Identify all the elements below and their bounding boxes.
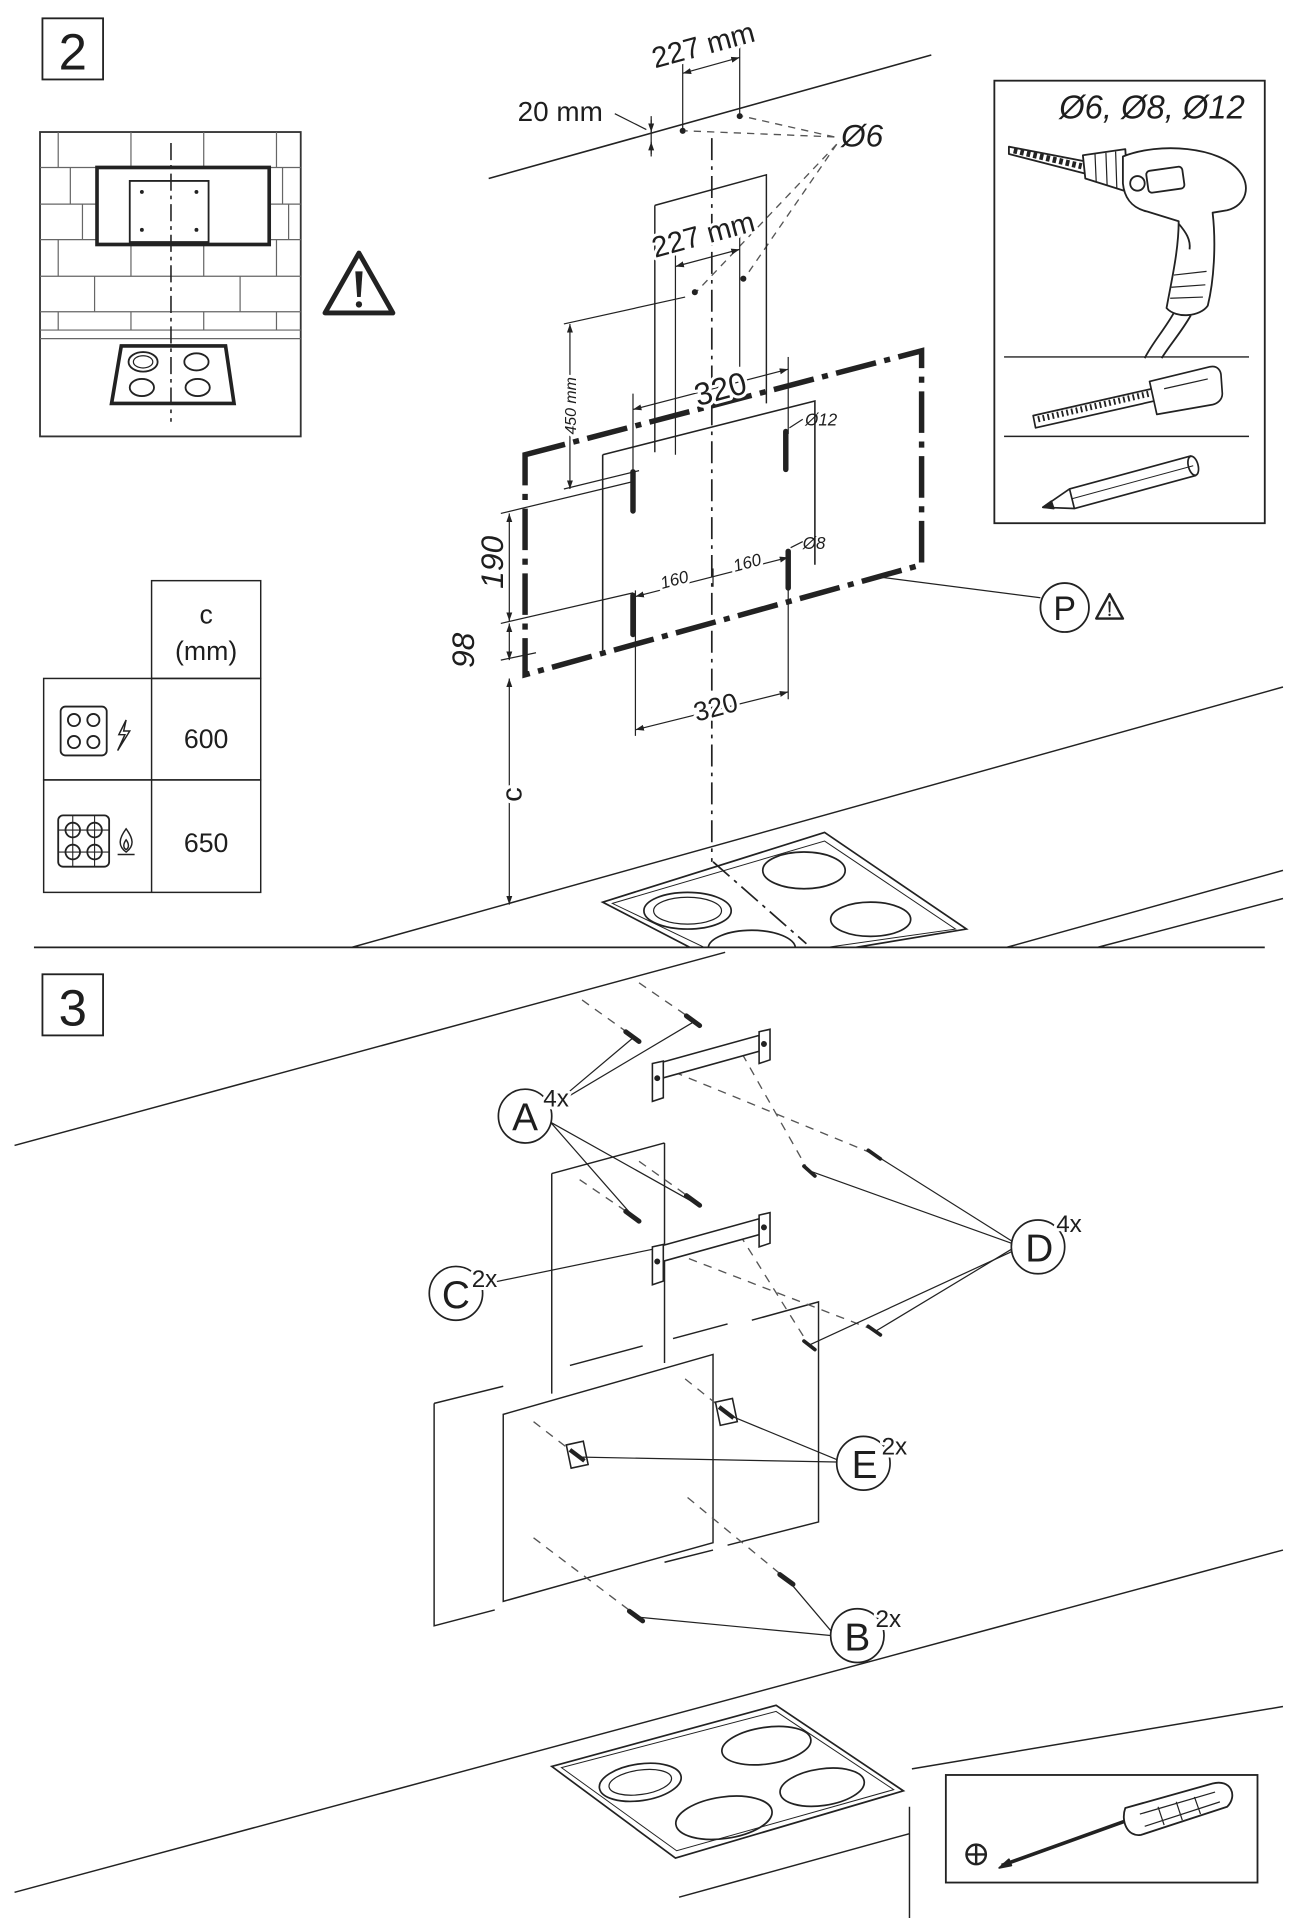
tape-measure-icon [1032,365,1224,429]
step-3-section: 3 [14,951,1284,1918]
step-3-number-box [41,973,104,1037]
phillips-head-icon [965,1843,988,1866]
step-3-number: 3 [59,979,87,1036]
label-ceiling-offset: 20 mm [518,96,603,127]
tools-box: Ø6, Ø8, Ø12 [993,79,1266,525]
part-c-letter: C [442,1274,470,1317]
callout-circles [428,1088,1066,1664]
table-header-unit: (mm) [175,636,237,666]
table-header-symbol: c [199,599,212,629]
pencil-icon [1042,455,1200,510]
hob-perspective-step-3 [549,1704,906,1860]
worktop-lines [14,1549,1284,1918]
gas-hob-icon [57,814,135,868]
label-vertical-98: 98 [445,632,481,668]
part-b-quantity: 2x [876,1606,902,1633]
bracket-panel-outline [601,399,816,651]
chimney-template-outline [654,173,768,453]
hole-leader-lines [685,115,838,294]
label-hole-diameter-top: Ø6 [840,118,883,154]
label-upper-hole-diameter: Ø12 [804,410,838,429]
vertical-dimensions [500,481,634,905]
part-e-quantity: 2x [882,1434,908,1461]
label-vertical-190: 190 [474,535,510,588]
part-labels: A 4x C 2x D 4x E 2x B 2x [442,1082,1085,1659]
lower-bracket [651,1211,771,1286]
label-lower-hole-diameter: Ø8 [802,534,826,553]
callout-e-circle [835,1435,891,1492]
worktop-lines [351,686,1284,949]
fixing-screws [623,1013,883,1624]
part-c-quantity: 2x [472,1266,498,1293]
gas-hob-clearance: 650 [184,828,228,858]
electric-hob-clearance: 600 [184,724,228,754]
reference-p-label: P [1053,590,1076,628]
assembly-diagram [14,951,1284,1918]
ceiling-line [488,54,932,180]
label-clearance: c [497,787,529,802]
wall-mounting-diagram [351,44,1284,949]
hood-outlines [433,1142,820,1627]
hood-outline [522,347,925,679]
drill-bit-sizes: Ø6, Ø8, Ø12 [1058,88,1245,125]
reference-p-circle [1039,582,1090,633]
lower-bracket-width-dimension [635,691,789,731]
template-height-dimension [563,296,686,490]
upper-bracket [651,1028,771,1103]
electric-hob-icon [59,705,132,757]
wall-plug-brackets [565,1397,739,1470]
part-d-quantity: 4x [1056,1211,1082,1238]
warning-triangle-icon [322,250,396,316]
phillips-screwdriver-icon [998,1781,1234,1869]
callout-d-circle [1010,1219,1066,1275]
part-a-quantity: 4x [543,1085,569,1112]
overview-inset [39,131,302,438]
callout-c-circle [428,1265,484,1322]
clearance-table: c (mm) 600 650 [42,579,262,894]
reference-p-leader [879,576,1041,599]
part-e-letter: E [852,1444,878,1487]
callout-leaders [481,1021,1012,1637]
hob-perspective [600,831,969,948]
label-template-height: 450 mm [563,377,580,434]
wall-top-line [14,951,726,1147]
step-2-section: 2 [39,14,1284,949]
reference-p-warning-icon [1095,592,1125,620]
inset-hob [109,344,237,406]
drill-icon [1007,145,1247,359]
ceiling-hole-dimensions [614,44,743,157]
part-b-letter: B [844,1616,870,1659]
callout-a-circle [497,1088,553,1144]
assembly-paths [533,982,871,1612]
template-hole-dimensions [674,234,747,455]
part-a-letter: A [512,1097,538,1140]
back-panel [502,1353,714,1603]
part-d-letter: D [1025,1227,1053,1270]
step-2-number-box [41,17,104,81]
screwdriver-box [944,1774,1259,1884]
callout-b-circle [829,1607,885,1664]
step-2-number: 2 [59,23,87,80]
